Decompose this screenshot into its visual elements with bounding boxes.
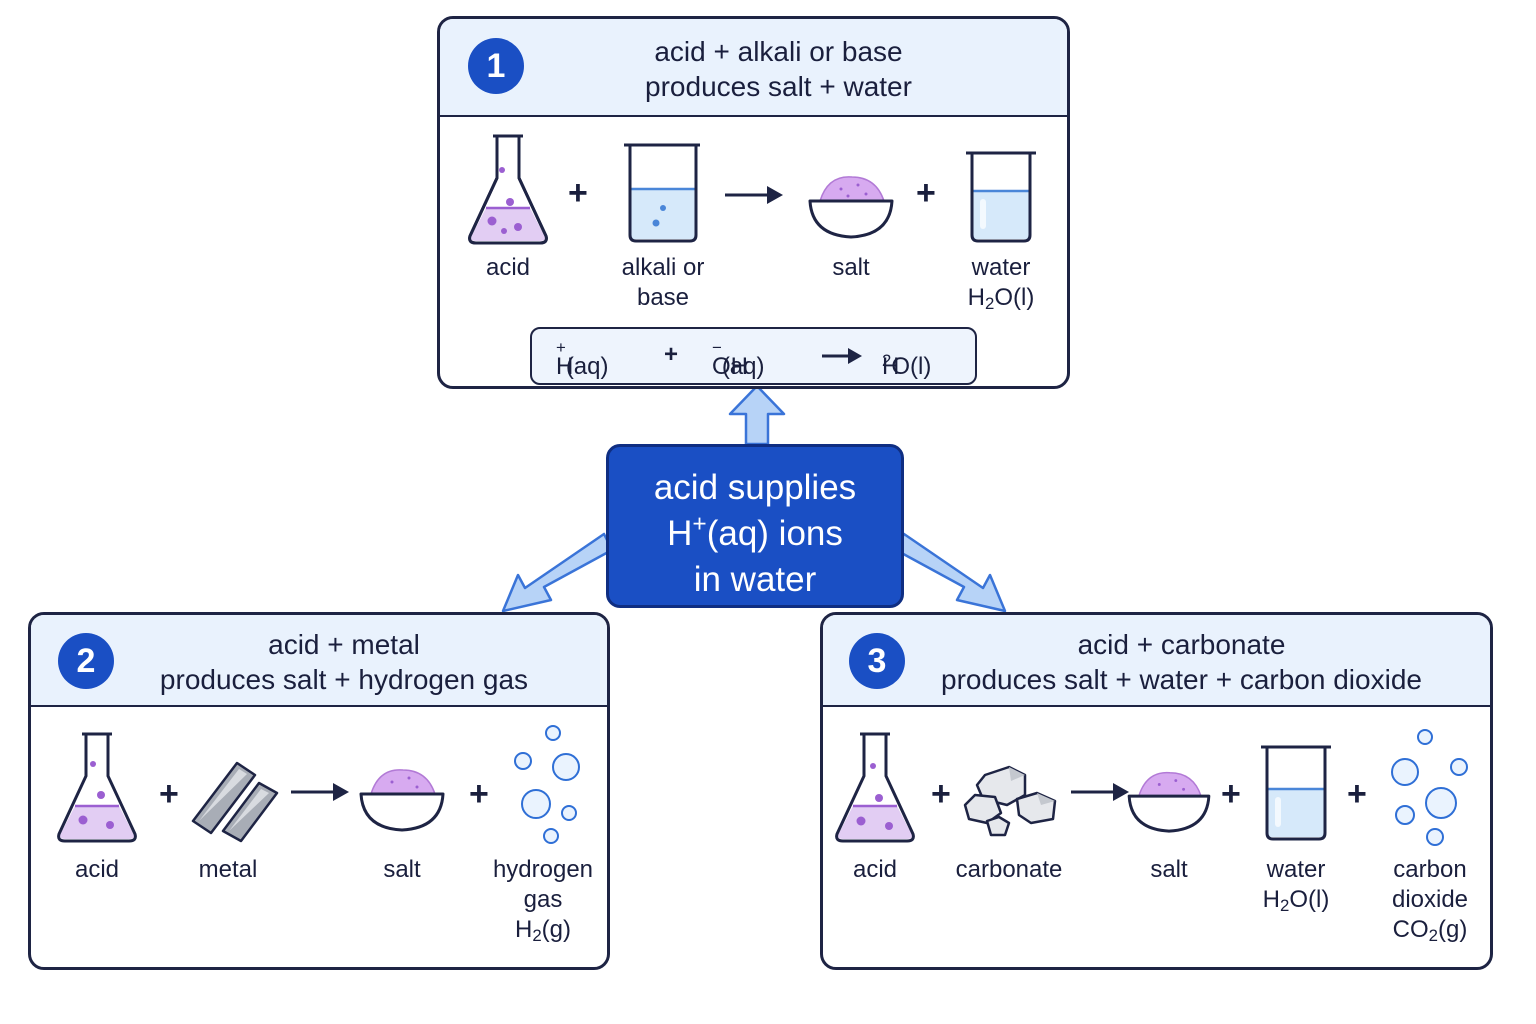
plus-sign: + xyxy=(1221,775,1241,813)
reactant-label-carbonate: carbonate xyxy=(955,856,1063,883)
plus-sign: + xyxy=(916,174,936,212)
panel-2: 2 acid + metal produces salt + hydrogen … xyxy=(28,612,610,970)
arrow-to-panel-3 xyxy=(894,532,1007,613)
product-label-water: water H2O(l) xyxy=(1262,856,1330,916)
reaction-arrow-icon xyxy=(725,186,783,204)
step-number-badge: 2 xyxy=(58,633,114,689)
reaction-arrow-icon xyxy=(291,783,349,801)
reactant-label-metal: metal xyxy=(198,856,258,883)
step-number-badge: 3 xyxy=(849,633,905,689)
product-label-salt: salt xyxy=(383,856,421,883)
product-label-salt: salt xyxy=(1150,856,1188,883)
panel-2-header: 2 acid + metal produces salt + hydrogen … xyxy=(31,615,607,707)
product-label-carbon-dioxide: carbon dioxide CO2(g) xyxy=(1391,856,1469,946)
plus-sign: + xyxy=(159,775,179,813)
product-label-hydrogen: hydrogen gas H2(g) xyxy=(492,856,594,946)
plus-sign: + xyxy=(469,775,489,813)
beaker-icon xyxy=(624,143,700,243)
product-label-water: water H2O(l) xyxy=(967,254,1035,314)
panel-1-header: 1 acid + alkali or base produces salt + … xyxy=(440,19,1067,117)
reactant-label-acid: acid xyxy=(74,856,120,883)
reaction-arrow-icon xyxy=(822,348,862,364)
flask-icon xyxy=(468,134,548,245)
plus-sign: + xyxy=(1347,775,1367,813)
reaction-arrow-icon xyxy=(1071,783,1129,801)
beaker-icon xyxy=(966,151,1036,243)
central-concept-box: acid supplies H+(aq) ions in water xyxy=(606,444,904,608)
flask-icon xyxy=(57,732,137,843)
plus-sign: + xyxy=(931,775,951,813)
step-number-badge: 1 xyxy=(468,38,524,94)
panel-3: 3 acid + carbonate produces salt + water… xyxy=(820,612,1493,970)
plus-sign: + xyxy=(568,174,588,212)
salt-bowl-icon xyxy=(808,176,894,239)
product-label-salt: salt xyxy=(832,254,870,281)
bubbles-icon xyxy=(1391,729,1468,846)
salt-bowl-icon xyxy=(359,769,445,832)
panel-1: 1 acid + alkali or base produces salt + … xyxy=(437,16,1070,389)
beaker-icon xyxy=(1261,745,1331,841)
metal-strips-icon xyxy=(191,761,279,843)
carbonate-rocks-icon xyxy=(963,765,1057,837)
arrow-to-panel-2 xyxy=(501,532,614,613)
panel-3-header: 3 acid + carbonate produces salt + water… xyxy=(823,615,1490,707)
salt-bowl-icon xyxy=(1127,771,1211,833)
panel-3-title: acid + carbonate produces salt + water +… xyxy=(941,629,1422,695)
arrow-up-to-panel-1 xyxy=(728,384,786,446)
reactant-label-acid: acid xyxy=(852,856,898,883)
panel-2-title: acid + metal produces salt + hydrogen ga… xyxy=(159,629,529,695)
reactant-label-acid: acid xyxy=(485,254,531,281)
bubbles-icon xyxy=(514,725,580,844)
flask-icon xyxy=(835,732,915,843)
panel-1-title: acid + alkali or base produces salt + wa… xyxy=(645,36,912,102)
